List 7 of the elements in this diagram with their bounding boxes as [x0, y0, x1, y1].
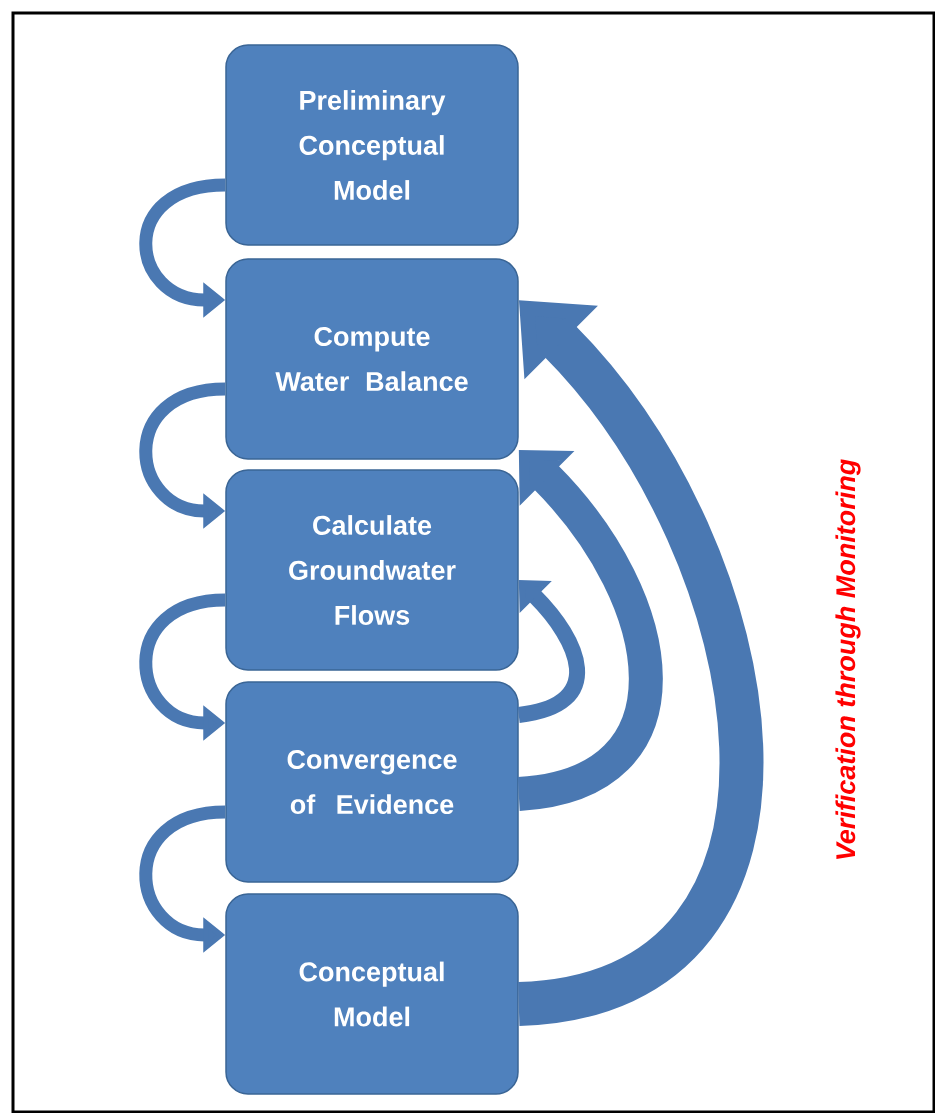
edge-label: Verification through Monitoring — [835, 459, 861, 859]
process-box: Convergence of Evidence — [225, 681, 519, 883]
curved-arrow — [515, 300, 763, 1026]
process-box: Compute Water Balance — [225, 258, 519, 460]
process-box: Preliminary Conceptual Model — [225, 44, 519, 246]
process-box: Calculate Groundwater Flows — [225, 469, 519, 671]
process-box: Conceptual Model — [225, 893, 519, 1095]
